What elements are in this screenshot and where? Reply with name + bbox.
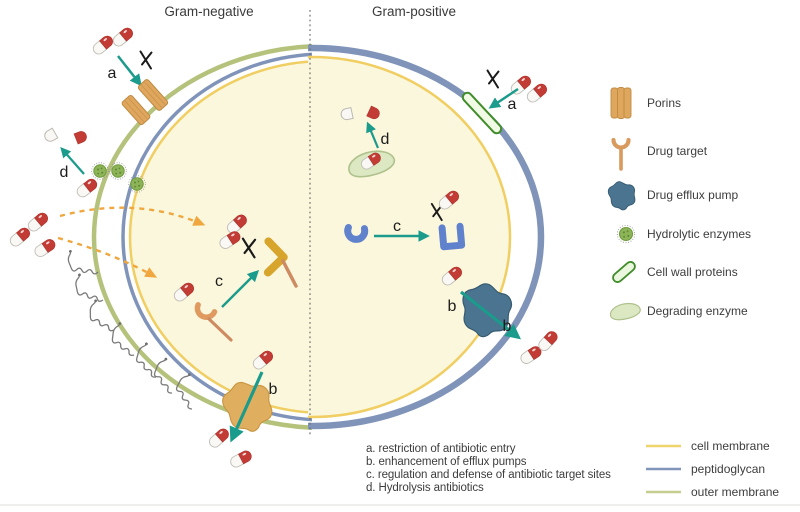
legend-label: Drug efflux pump — [647, 188, 738, 202]
mechanism-a-cell-wall-restriction: a — [461, 69, 549, 135]
label-b-gram-negative: b — [269, 381, 278, 398]
legend-label: Porins — [647, 96, 681, 110]
membrane-legend-cell-membrane: cell membrane — [646, 439, 770, 453]
hydrolysis-arrow-d — [60, 147, 85, 175]
hydrolytic-enzymes-icon — [616, 224, 636, 244]
label-a-gram-positive: a — [508, 96, 517, 113]
diffusion-dashed-arrow — [59, 206, 206, 226]
legend-item-porins: Porins — [610, 87, 681, 119]
blocked-icon — [139, 50, 153, 70]
mechanism-d-hydrolysis: d — [42, 127, 146, 199]
mechanism-c-target-modification: c — [344, 189, 466, 251]
antibiotic-pill — [26, 211, 50, 234]
entry-arrow-a — [488, 88, 519, 109]
legend-label: Hydrolytic enzymes — [647, 227, 751, 241]
drug-target-icon — [611, 137, 631, 171]
antibiotic-pill — [8, 226, 32, 249]
label-d-gram-positive: d — [381, 131, 390, 148]
drug-target-modified-blue — [438, 222, 466, 251]
cell-wall-proteins-icon — [612, 261, 636, 283]
membrane-legend-label: peptidoglycan — [691, 462, 765, 476]
legend-label: Drug target — [647, 144, 708, 158]
gram-positive-mechanisms: a d c b b — [339, 69, 559, 366]
membrane-legend-outer-membrane: outer membrane — [646, 485, 779, 499]
gram-negative-mechanisms: a d — [8, 26, 298, 469]
legend-label: Cell wall proteins — [647, 265, 738, 279]
gram-negative-title: Gram-negative — [164, 4, 253, 19]
degraded-pill-white-half — [42, 127, 59, 144]
outer-membrane-line — [91, 44, 312, 430]
note-line-a: a. restriction of antibiotic entry — [366, 443, 516, 455]
drug-efflux-pump-icon — [607, 181, 636, 211]
mechanism-notes: a. restriction of antibiotic entry b. en… — [366, 443, 611, 494]
mechanism-a-porin-restriction: a — [91, 26, 170, 126]
peptidoglycan-line-thin — [121, 52, 312, 422]
note-line-d: d. Hydrolysis antibiotics — [366, 482, 484, 494]
membrane-legend: cell membrane peptidoglycan outer membra… — [646, 439, 779, 499]
antibiotic-pill — [75, 177, 99, 199]
hydrolysis-arrow-d — [366, 121, 380, 149]
membrane-legend-label: cell membrane — [691, 439, 770, 453]
efflux-arrow-b — [460, 290, 522, 340]
legend-label: Degrading enzyme — [647, 304, 748, 318]
legend-item-drug-target: Drug target — [611, 137, 708, 171]
blocked-icon — [486, 69, 500, 89]
gram-negative-cell-envelope — [91, 44, 312, 430]
antibiotic-pill — [229, 449, 254, 469]
mechanism-d-degrading-enzyme: d — [339, 105, 398, 182]
antibiotic-pill — [33, 237, 57, 258]
antibiotic-pill — [207, 427, 231, 450]
mechanism-b-efflux-gram-positive: b b — [440, 265, 559, 366]
modification-arrow-c — [221, 269, 260, 308]
porin-channel — [120, 94, 152, 126]
peptidoglycan-line-thick — [308, 44, 545, 430]
membrane-legend-label: outer membrane — [691, 485, 779, 499]
legend-item-drug-efflux-pump: Drug efflux pump — [607, 181, 738, 211]
drug-target-modified-gold — [263, 237, 288, 277]
antibiotic-entry-paths — [8, 206, 206, 278]
label-b-gram-positive-outer: b — [503, 318, 512, 335]
degrading-enzyme-icon — [608, 300, 643, 323]
efflux-arrow-b — [229, 371, 264, 443]
degraded-pill-red-half — [73, 129, 89, 145]
cell-wall-protein — [461, 91, 503, 135]
mechanism-c-target-modification: c — [172, 213, 298, 342]
note-line-c: c. regulation and defense of antibiotic … — [366, 469, 611, 481]
label-a-gram-negative: a — [108, 65, 117, 82]
legend-item-degrading-enzyme: Degrading enzyme — [608, 300, 748, 323]
label-c-gram-positive: c — [393, 218, 401, 235]
membrane-legend-peptidoglycan: peptidoglycan — [646, 462, 765, 476]
note-line-b: b. enhancement of efflux pumps — [366, 456, 527, 468]
antibiotic-pill — [91, 34, 115, 57]
gram-positive-title: Gram-positive — [372, 4, 456, 19]
legend-item-hydrolytic-enzymes: Hydrolytic enzymes — [616, 224, 751, 244]
diffusion-dashed-arrow — [57, 236, 158, 278]
cell-membrane-line — [128, 60, 312, 414]
label-d-gram-negative: d — [60, 164, 69, 181]
mechanism-b-efflux-gram-negative: b — [207, 349, 278, 469]
legend-item-cell-wall-proteins: Cell wall proteins — [612, 261, 738, 283]
porins-icon — [610, 87, 632, 119]
drug-target-stem — [207, 317, 233, 342]
label-c-gram-negative: c — [215, 273, 223, 290]
icon-legend: Porins Drug target Drug efflux pump Hydr… — [607, 87, 751, 323]
drug-target-stem — [281, 259, 298, 288]
entry-arrow-a — [117, 55, 142, 87]
drug-target-original-blue — [344, 223, 369, 243]
drug-target-original-hook — [194, 302, 218, 320]
label-b-gram-positive-inner: b — [448, 298, 457, 315]
antibiotic-pill — [111, 26, 135, 49]
